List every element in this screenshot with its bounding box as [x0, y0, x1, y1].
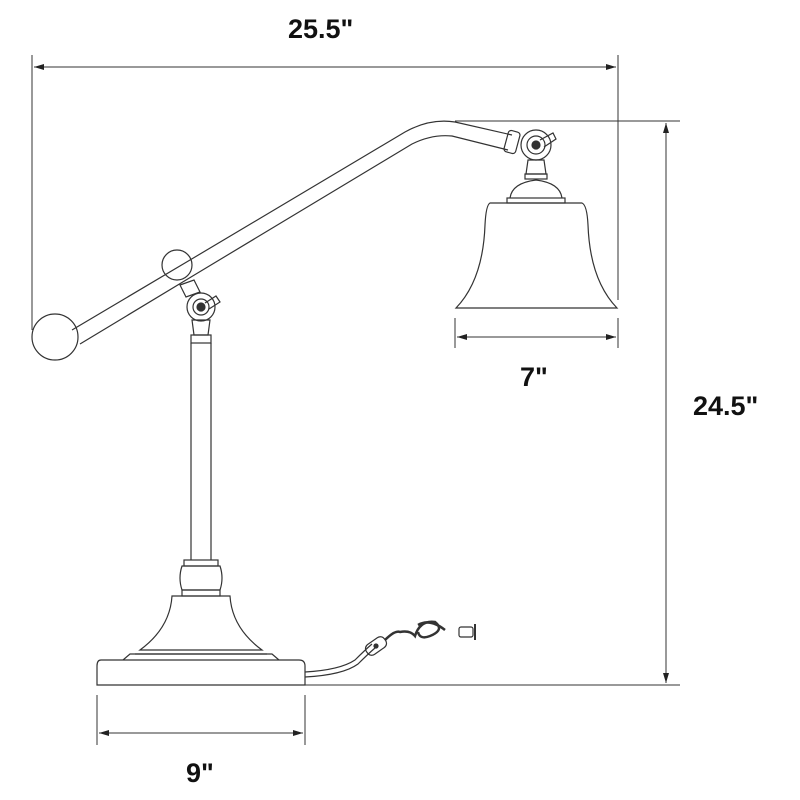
pivot-ball: [161, 249, 193, 281]
overall-width-dimension: [31, 55, 619, 330]
base-width-dimension: [96, 695, 306, 745]
plug: [458, 624, 476, 640]
shade-swivel: [503, 129, 557, 180]
inline-switch: [364, 636, 388, 656]
shade-width-dimension: [454, 318, 619, 348]
arm-joint: [179, 279, 221, 344]
bell-shade: [454, 179, 619, 309]
shade-width-label: 7": [520, 362, 548, 392]
power-cord: [304, 620, 446, 678]
overall-width-label: 25.5": [288, 14, 354, 44]
overall-height-label: 24.5": [693, 391, 759, 421]
flared-base: [122, 595, 280, 661]
overall-height-dimension: [300, 120, 680, 686]
counterweight-ball: [31, 313, 79, 361]
base-plinth: [96, 659, 306, 686]
base-width-label: 9": [186, 758, 214, 788]
stem: [190, 343, 212, 560]
stem-collar: [179, 559, 223, 597]
balance-arm: [71, 120, 513, 345]
